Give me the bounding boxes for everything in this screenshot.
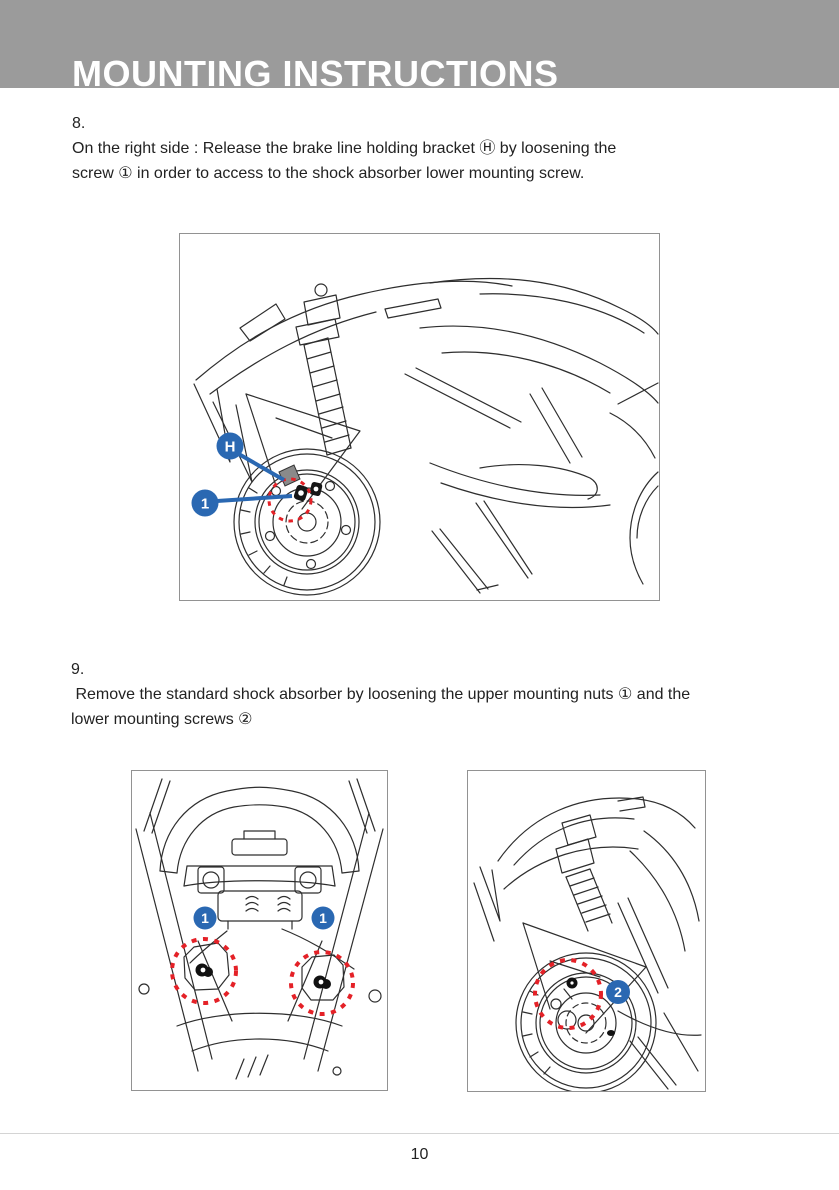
callout-1-left-label: 1 bbox=[201, 910, 209, 926]
callout-h-badge bbox=[216, 432, 244, 460]
step-8-line-2: screw ① in order to access to the shock … bbox=[72, 165, 585, 182]
highlight-circle-lower-screw bbox=[533, 958, 603, 1030]
callout-h-leader bbox=[236, 451, 285, 482]
right-side-view-drawing: H 1 bbox=[191, 277, 659, 596]
lower-mounting-screws bbox=[293, 481, 323, 502]
callout-1-right-label: 1 bbox=[319, 910, 327, 926]
step-9-number: 9. bbox=[71, 661, 85, 678]
step-9-line-1: Remove the standard shock absorber by lo… bbox=[71, 686, 691, 703]
callout-1-badge bbox=[191, 489, 219, 517]
callout-1-left-badge bbox=[193, 906, 217, 930]
callout-1-label: 1 bbox=[201, 496, 209, 513]
callout-2-label: 2 bbox=[614, 984, 622, 1000]
under-seat-drawing: 1 1 bbox=[135, 778, 384, 1080]
brake-line-bracket bbox=[278, 464, 301, 487]
upper-mounting-nut-right bbox=[313, 975, 331, 989]
highlight-circle-nut-right bbox=[289, 950, 355, 1016]
callout-h-label: H bbox=[225, 439, 236, 456]
page-number: 10 bbox=[410, 1146, 429, 1163]
callout-1-leader bbox=[216, 494, 293, 503]
step-8-number: 8. bbox=[72, 115, 86, 132]
figure-under-seat-view: 1 1 bbox=[131, 770, 388, 1091]
lower-mounting-screw bbox=[566, 977, 578, 989]
page-title: MOUNTING INSTRUCTIONS bbox=[72, 53, 559, 88]
highlight-circle-nut-left bbox=[170, 937, 238, 1005]
upper-mounting-nut-left bbox=[195, 963, 213, 977]
step-9-text: 9. Remove the standard shock absorber by… bbox=[71, 657, 690, 732]
header-band: MOUNTING INSTRUCTIONS bbox=[0, 0, 839, 88]
figure-right-side-view: H 1 bbox=[179, 233, 660, 601]
footer-divider bbox=[0, 1133, 839, 1134]
callout-2-badge bbox=[606, 980, 630, 1004]
shock-closeup-drawing: 2 bbox=[473, 796, 702, 1091]
step-8-text: 8. On the right side : Release the brake… bbox=[72, 111, 616, 186]
step-9-line-2: lower mounting screws ② bbox=[71, 711, 253, 728]
step-8-line-1: On the right side : Release the brake li… bbox=[72, 140, 617, 157]
callout-1-right-badge bbox=[311, 906, 335, 930]
figure-shock-closeup: 2 bbox=[467, 770, 706, 1092]
highlight-circle-screw bbox=[267, 477, 313, 523]
